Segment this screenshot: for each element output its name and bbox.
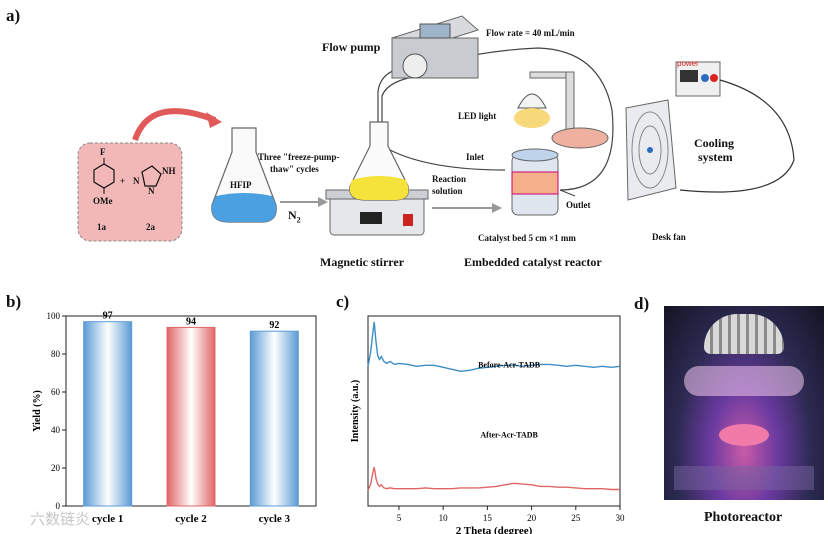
- stirrer-label: Magnetic stirrer: [320, 255, 405, 269]
- flow-rate-label: Flow rate = 40 mL/min: [486, 28, 575, 38]
- y-tick-label: 100: [47, 311, 61, 321]
- methoxy-label: OMe: [93, 196, 113, 206]
- n-label-1: N: [133, 176, 140, 186]
- y-tick-label: 0: [56, 501, 61, 511]
- y-tick-label: 60: [51, 387, 61, 397]
- bar-cycle-2: [166, 326, 216, 507]
- bar-data-label: 92: [269, 320, 279, 331]
- plot-frame: [367, 315, 621, 507]
- photoreactor-photo: [664, 306, 824, 500]
- led-glow: [514, 108, 550, 128]
- series-line-Before-Acr-TADB: [367, 321, 621, 373]
- curved-arrow: [132, 108, 217, 142]
- photoreactor-caption: Photoreactor: [704, 510, 783, 525]
- plus-sign: +: [120, 176, 126, 186]
- outlet-label: Outlet: [566, 200, 591, 210]
- panel-c-letter: c): [336, 292, 350, 311]
- series-label: After-Acr-TADB: [480, 431, 538, 440]
- fluoro-label: F: [100, 147, 106, 157]
- reactant-box: [77, 142, 183, 242]
- power-label: power: [677, 59, 699, 68]
- scheme-diagram: [77, 15, 795, 242]
- reactor-label: Embedded catalyst reactor: [464, 255, 602, 269]
- n2-label: N2: [288, 208, 301, 225]
- x-tick-label: 15: [483, 513, 493, 523]
- bar-data-label: 97: [103, 311, 113, 322]
- panel-b-letter: b): [6, 292, 22, 311]
- watermark: 六数链炎: [30, 510, 91, 528]
- bar-data-label: 94: [186, 316, 196, 327]
- nh-label: NH: [162, 166, 176, 176]
- x-tick-label: cycle 2: [175, 513, 207, 525]
- bar-cycle-1: [83, 321, 133, 507]
- hfip-label: HFIP: [230, 180, 252, 190]
- panel-d-letter: d): [634, 294, 650, 313]
- cycles-label-2: thaw" cycles: [270, 164, 319, 174]
- cooling-label-2: system: [698, 150, 733, 164]
- inlet-label: Inlet: [466, 152, 484, 162]
- led-light-label: LED light: [458, 111, 497, 121]
- bar-cycle-3: [249, 330, 299, 507]
- y-tick-label: 80: [51, 349, 61, 359]
- x-axis-label: 2 Theta (degree): [456, 525, 533, 534]
- desk-fan-label: Desk fan: [652, 232, 686, 242]
- x-tick-label: 25: [571, 513, 581, 523]
- catalyst-bed-label: Catalyst bed 5 cm ×1 mm: [478, 233, 576, 243]
- x-tick-label: 20: [527, 513, 537, 523]
- panel-a-letter: a): [6, 6, 21, 25]
- y-tick-label: 40: [51, 425, 61, 435]
- led-lamp-head: [517, 93, 547, 109]
- x-tick-label: 30: [616, 513, 626, 523]
- y-axis-label: Yield (%): [32, 390, 43, 432]
- x-tick-label: cycle 1: [92, 513, 123, 525]
- y-axis-label: Intensity (a.u.): [350, 380, 361, 443]
- xrd-line-chart: 5 10 15 20 25 30 2 Theta (degree) Intensity (a.…: [350, 315, 626, 534]
- series-line-After-Acr-TADB: [367, 466, 620, 491]
- reaction-solution-fill: [349, 176, 409, 200]
- x-tick-label: 10: [439, 513, 449, 523]
- flow-pump-label: Flow pump: [322, 40, 381, 54]
- series-label: Before-Acr-TADB: [478, 360, 541, 369]
- cooling-label-1: Cooling: [694, 136, 735, 150]
- compound-1a-label: 1a: [97, 222, 106, 232]
- x-tick-label: cycle 3: [259, 513, 291, 525]
- n-label-2: N: [148, 186, 155, 196]
- x-tick-label: 5: [397, 513, 402, 523]
- compound-2a-label: 2a: [146, 222, 155, 232]
- lamp-base: [551, 127, 609, 149]
- y-tick-label: 20: [51, 463, 61, 473]
- reaction-solution-label-1: Reaction: [432, 174, 466, 184]
- hfip-solution: [211, 193, 277, 222]
- cycles-label-1: Three "freeze-pump-: [258, 152, 340, 162]
- reaction-solution-label-2: solution: [432, 186, 463, 196]
- triazole-ring: [141, 165, 162, 187]
